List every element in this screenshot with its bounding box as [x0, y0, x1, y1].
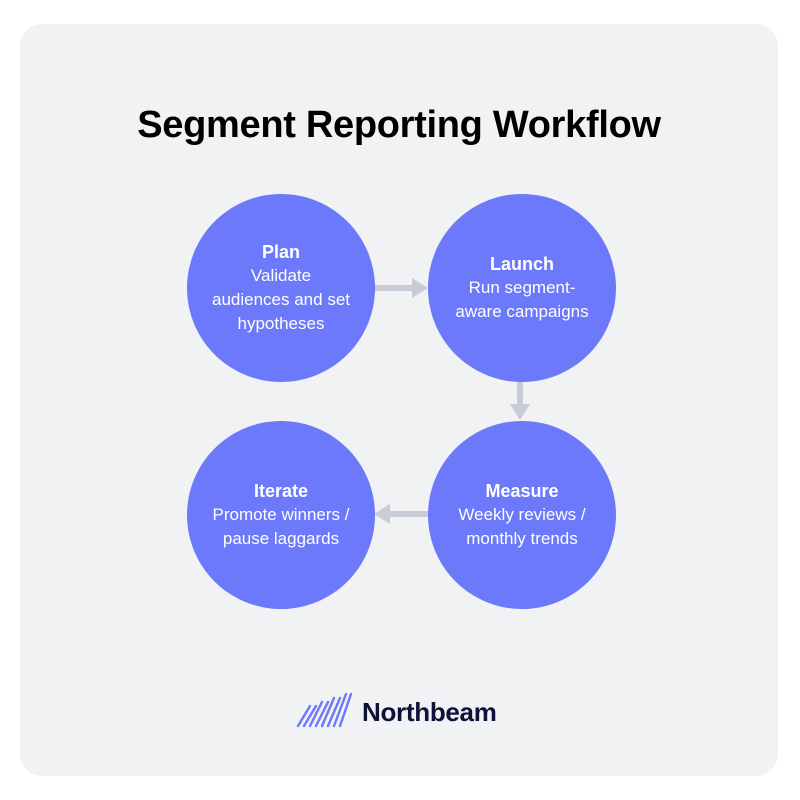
- step-description: Validate audiences and set hypotheses: [212, 266, 350, 333]
- step-name: Measure: [485, 481, 559, 501]
- step-description: Promote winners / pause laggards: [212, 505, 350, 548]
- step-name: Plan: [261, 242, 300, 262]
- northbeam-logo-icon: [296, 692, 353, 733]
- page-title: Segment Reporting Workflow: [137, 104, 661, 146]
- step-plan: Plan Validate audiences and set hypothes…: [187, 194, 375, 382]
- step-iterate: Iterate Promote winners / pause laggards: [187, 421, 375, 609]
- step-description: Run segment-aware campaigns: [455, 278, 589, 321]
- step-description: Weekly reviews / monthly trends: [458, 505, 586, 548]
- brand-name: Northbeam: [362, 697, 497, 727]
- step-launch: Launch Run segment-aware campaigns: [428, 194, 616, 382]
- step-measure: Measure Weekly reviews / monthly trends: [428, 421, 616, 609]
- step-name: Iterate: [253, 481, 309, 501]
- brand-logo: Northbeam: [296, 692, 497, 733]
- step-name: Launch: [489, 254, 554, 274]
- workflow-card: [20, 24, 778, 776]
